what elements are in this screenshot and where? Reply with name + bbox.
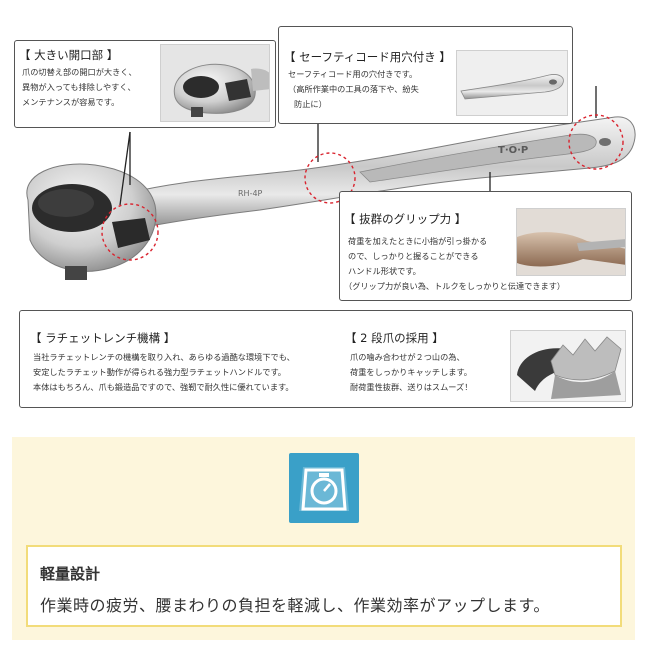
- callout-ratchet-line: 安定したラチェット動作が得られる強力型ラチェットハンドルです。: [33, 367, 286, 377]
- callout-two-stage-line: 爪の噛み合わせが２つ山の為、: [350, 352, 465, 362]
- ratchet-wrench-illustration: RH-4P T·O·P: [26, 86, 636, 280]
- callout-ratchet-line: 本体はもちろん、爪も鍛造品ですので、強靭で耐久性に優れています。: [33, 382, 294, 392]
- callout-grip-title: 【 抜群のグリップ力 】: [344, 212, 467, 226]
- callout-safety-cord-line: （高所作業中の工具の落下や、紛失: [288, 84, 419, 94]
- leader-line: [119, 131, 131, 206]
- callout-opening-line: 異物が入っても排除しやすく、: [22, 82, 136, 92]
- highlight-opening: [101, 203, 159, 261]
- grip-photo: [516, 208, 626, 276]
- callout-two-stage-line: 荷重をしっかりキャッチします。: [350, 367, 472, 377]
- square-drive: [65, 266, 87, 280]
- callout-opening-line: メンテナンスが容易です。: [22, 97, 120, 107]
- callout-safety-cord-title: 【 セーフティコード用穴付き 】: [284, 50, 451, 64]
- callout-safety-cord-line: セーフティコード用の穴付きです。: [288, 69, 418, 79]
- handle-groove: [359, 133, 597, 183]
- brand-mark: T·O·P: [498, 145, 528, 156]
- feature-text: 作業時の疲労、腰まわりの負担を軽減し、作業効率がアップします。: [40, 596, 550, 615]
- model-mark: RH-4P: [238, 189, 263, 198]
- callout-ratchet-title: 【 ラチェットレンチ機構 】: [30, 331, 176, 345]
- switch-lever: [112, 218, 150, 248]
- callout-ratchet-line: 当社ラチェットレンチの機構を取り入れ、あらゆる過酷な環境下でも、: [33, 352, 295, 362]
- feature-title: 軽量設計: [40, 565, 101, 583]
- safety-cord-photo: [456, 50, 568, 116]
- callout-grip-line: 荷重を加えたときに小指が引っ掛かる: [348, 236, 488, 246]
- opening-photo: [160, 44, 270, 122]
- pawl-photo: [510, 330, 626, 402]
- safety-cord-hole: [599, 138, 611, 146]
- highlight-safety-hole: [568, 114, 624, 170]
- callout-opening-line: 爪の切替え部の開口が大きく、: [22, 67, 137, 77]
- callout-two-stage-title: 【 2 段爪の採用 】: [345, 331, 444, 345]
- highlight-grip: [304, 152, 356, 204]
- callout-grip-line: ので、しっかりと握ることができる: [348, 251, 479, 261]
- callout-grip-line: ハンドル形状です。: [348, 266, 421, 276]
- callout-opening-title: 【 大きい開口部 】: [19, 48, 119, 62]
- callout-two-stage-line: 耐荷重性抜群、送りはスムーズ！: [350, 382, 473, 392]
- callout-safety-cord-line: 防止に）: [294, 99, 327, 109]
- feature-box: [26, 545, 622, 627]
- callout-grip-line: （グリップ力が良い為、トルクをしっかりと伝達できます）: [344, 281, 566, 291]
- scale-icon: [289, 453, 359, 523]
